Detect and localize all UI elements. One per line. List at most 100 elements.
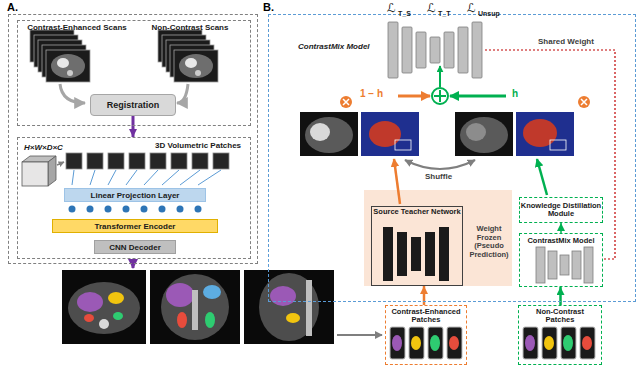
network-slabs [388,22,398,78]
segmentation-images [84,314,94,322]
patch-thumbnails [392,335,402,351]
node-text: B. [263,1,274,13]
frozen-band: Weight Frozen (Pseudo Prediction) Source … [365,191,513,287]
volume-cube [48,156,56,186]
node-text: Knowledge Distillation Module [520,198,602,222]
network-slabs [388,22,482,78]
mix-operator [432,88,448,104]
patch-thumbnails [428,327,443,359]
segmentation-images [270,286,296,306]
token-dots [159,206,166,213]
volume-patches [192,153,208,169]
mix-images [455,112,513,156]
segmentation-images [108,292,124,304]
student-slabs [536,247,593,283]
segmentation-images [62,270,146,344]
patch-thumbnails [580,327,595,359]
frozen-band [364,190,512,286]
volume-cube [57,162,64,165]
model-label: ContrastMix Model [298,42,370,51]
node-text: H×W×D×C [24,143,63,152]
node-text: Registration [91,95,175,115]
volume-cube [22,162,48,186]
teacher-slabs [397,232,407,276]
segmentation-images [244,270,334,344]
patch-thumbnails [525,335,535,351]
patch-thumbnails [582,336,592,350]
loss-symbol: ℒ [467,1,476,15]
network-slabs [444,32,454,68]
mix-operator [340,66,590,108]
node-text: ContrastMix Model [520,236,602,245]
mix-images [310,123,330,141]
volume-patches [150,153,166,169]
network-slabs [430,37,440,63]
node-text: Contrast-Enhanced Patches [388,308,464,325]
mix-weight: 1 − h [360,88,383,99]
mix-operator [398,95,430,98]
patch-thumbnails [411,336,421,350]
teacher-slabs [439,227,449,281]
mix-images [523,119,557,147]
projection-lines [144,170,158,185]
token-dots [69,206,202,213]
panel-frame: A.Contrast-Enhanced ScansNon-Contrast Sc… [8,14,258,264]
student-slabs [572,251,581,279]
loss-subscript: T_T [438,10,450,17]
panel-frame: B.Weight Frozen (Pseudo Prediction)Sourc… [268,14,636,302]
process-box: Registration [90,94,176,116]
node-text: Source Teacher Network [372,208,462,217]
mix-images [550,140,566,150]
projection-lines [72,170,74,185]
patch-thumbnails [563,335,573,351]
mix-images [395,140,411,150]
segmentation-images [203,285,221,299]
student-slabs [536,247,545,283]
connector-arrow [132,116,135,137]
token-dots [69,206,76,213]
token-dots [123,206,130,213]
loss-subscript: T_S [398,10,411,17]
teacher-box: Source Teacher Network [371,206,463,286]
segmentation-images [161,274,229,340]
registration-arrows [60,84,85,103]
scan-group: Contrast-Enhanced ScansNon-Contrast Scan… [17,20,251,126]
segmentation-images [68,282,140,334]
patch-thumbnails [542,327,557,359]
node-text: CNN Decoder [95,241,175,253]
segmentation-images [77,292,103,312]
node-text: Weight Frozen (Pseudo Prediction) [466,225,512,260]
patch-thumbnails [430,335,440,351]
prediction-arrows [537,159,547,195]
patch-thumbnails [449,336,459,350]
segmentation-images [192,290,198,330]
loss-subscript: Unsup [478,10,500,17]
registration-arrows [177,84,188,103]
patch-thumbnails [523,327,538,359]
mix-operator [340,96,352,108]
volume-patches [66,153,229,169]
module-box: Knowledge Distillation Module [519,197,603,223]
mix-images [516,112,574,156]
mix-images [460,117,508,153]
node-text: 3D Volumetric Patches [148,141,248,150]
patch-box: Non-Contrast Patches [518,305,602,365]
connector-arrow [560,223,562,233]
shuffle-label: Shuffle [425,172,452,181]
shuffle-arc [405,160,475,169]
flow-arrows [133,259,382,335]
volume-patches [87,153,103,169]
node-text: A. [7,1,18,13]
weight-label: Shared Weight [538,37,594,46]
teacher-slabs [411,237,421,271]
teacher-slabs [383,227,449,281]
connector-arrow [559,287,562,305]
network-slabs [472,22,482,78]
connector-arrow [423,286,426,305]
mix-weight: h [512,88,518,99]
segmentation-images [150,270,240,344]
node-text: Non-Contrast Scans [140,23,240,32]
token-dots [195,206,202,213]
layer-bar: CNN Decoder [94,240,176,254]
